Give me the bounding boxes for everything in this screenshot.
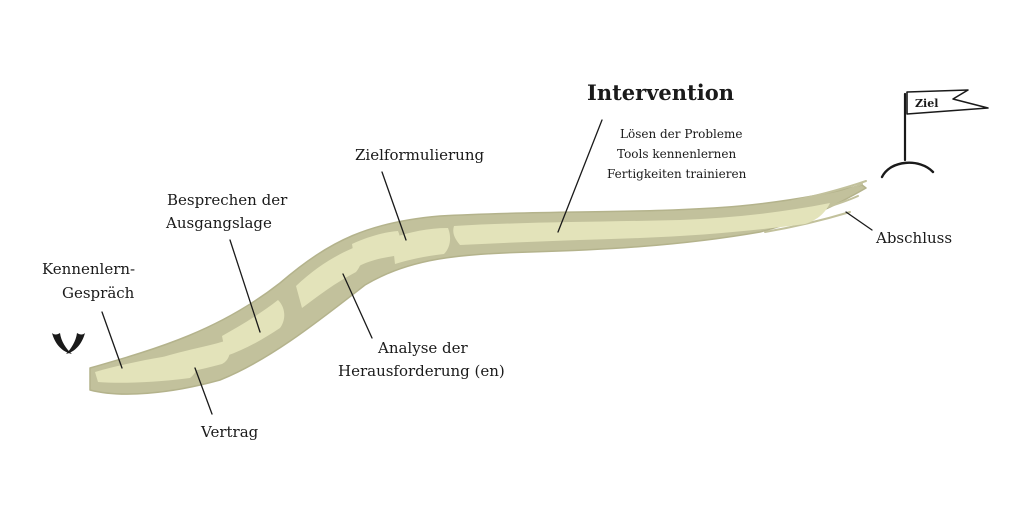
- label-abschluss: Abschluss: [875, 229, 952, 247]
- label-besprechen: Besprechen der Ausgangslage: [165, 191, 292, 232]
- label-analyse-line1: Analyse der: [377, 339, 469, 357]
- goal-flag-icon: [880, 89, 989, 179]
- leader-lines: [101, 119, 873, 415]
- intervention-item-2: Tools kennenlernen: [617, 147, 736, 161]
- leader-vertrag: [194, 367, 213, 415]
- label-vertrag: Vertrag: [200, 423, 259, 441]
- segment-5: [352, 231, 401, 268]
- label-analyse: Analyse der Herausforderung (en): [338, 339, 505, 380]
- leader-kennenlern: [101, 311, 123, 369]
- path-inner-segments: [95, 203, 830, 383]
- label-besprechen-line2: Ausgangslage: [165, 214, 272, 232]
- segment-6: [392, 228, 451, 264]
- intervention-item-1: Lösen der Probleme: [620, 127, 742, 141]
- leader-analyse: [342, 273, 373, 339]
- leader-zielformulierung: [381, 171, 407, 241]
- leader-abschluss: [845, 211, 873, 231]
- label-intervention-title: Intervention: [587, 80, 734, 105]
- label-zielformulierung: Zielformulierung: [355, 146, 484, 164]
- segment-2: [160, 340, 230, 376]
- process-path: [89, 180, 867, 395]
- label-kennenlern-line2: Gespräch: [62, 284, 135, 302]
- segment-3: [222, 300, 285, 356]
- label-kennenlern-line1: Kennenlern-: [42, 260, 135, 278]
- segment-7: [453, 203, 830, 245]
- leader-intervention: [557, 119, 603, 233]
- leader-besprechen: [229, 239, 261, 333]
- label-kennenlern: Kennenlern- Gespräch: [42, 260, 140, 302]
- start-mark-icon: [52, 333, 85, 354]
- label-besprechen-line1: Besprechen der: [167, 191, 288, 209]
- stage-labels: Kennenlern- Gespräch Vertrag Besprechen …: [42, 80, 952, 441]
- segment-4: [296, 246, 362, 308]
- label-analyse-line2: Herausforderung (en): [338, 362, 505, 380]
- flag-label: Ziel: [915, 97, 938, 110]
- label-intervention-items: Lösen der Probleme Tools kennenlernen Fe…: [607, 127, 747, 181]
- intervention-item-3: Fertigkeiten trainieren: [607, 167, 747, 181]
